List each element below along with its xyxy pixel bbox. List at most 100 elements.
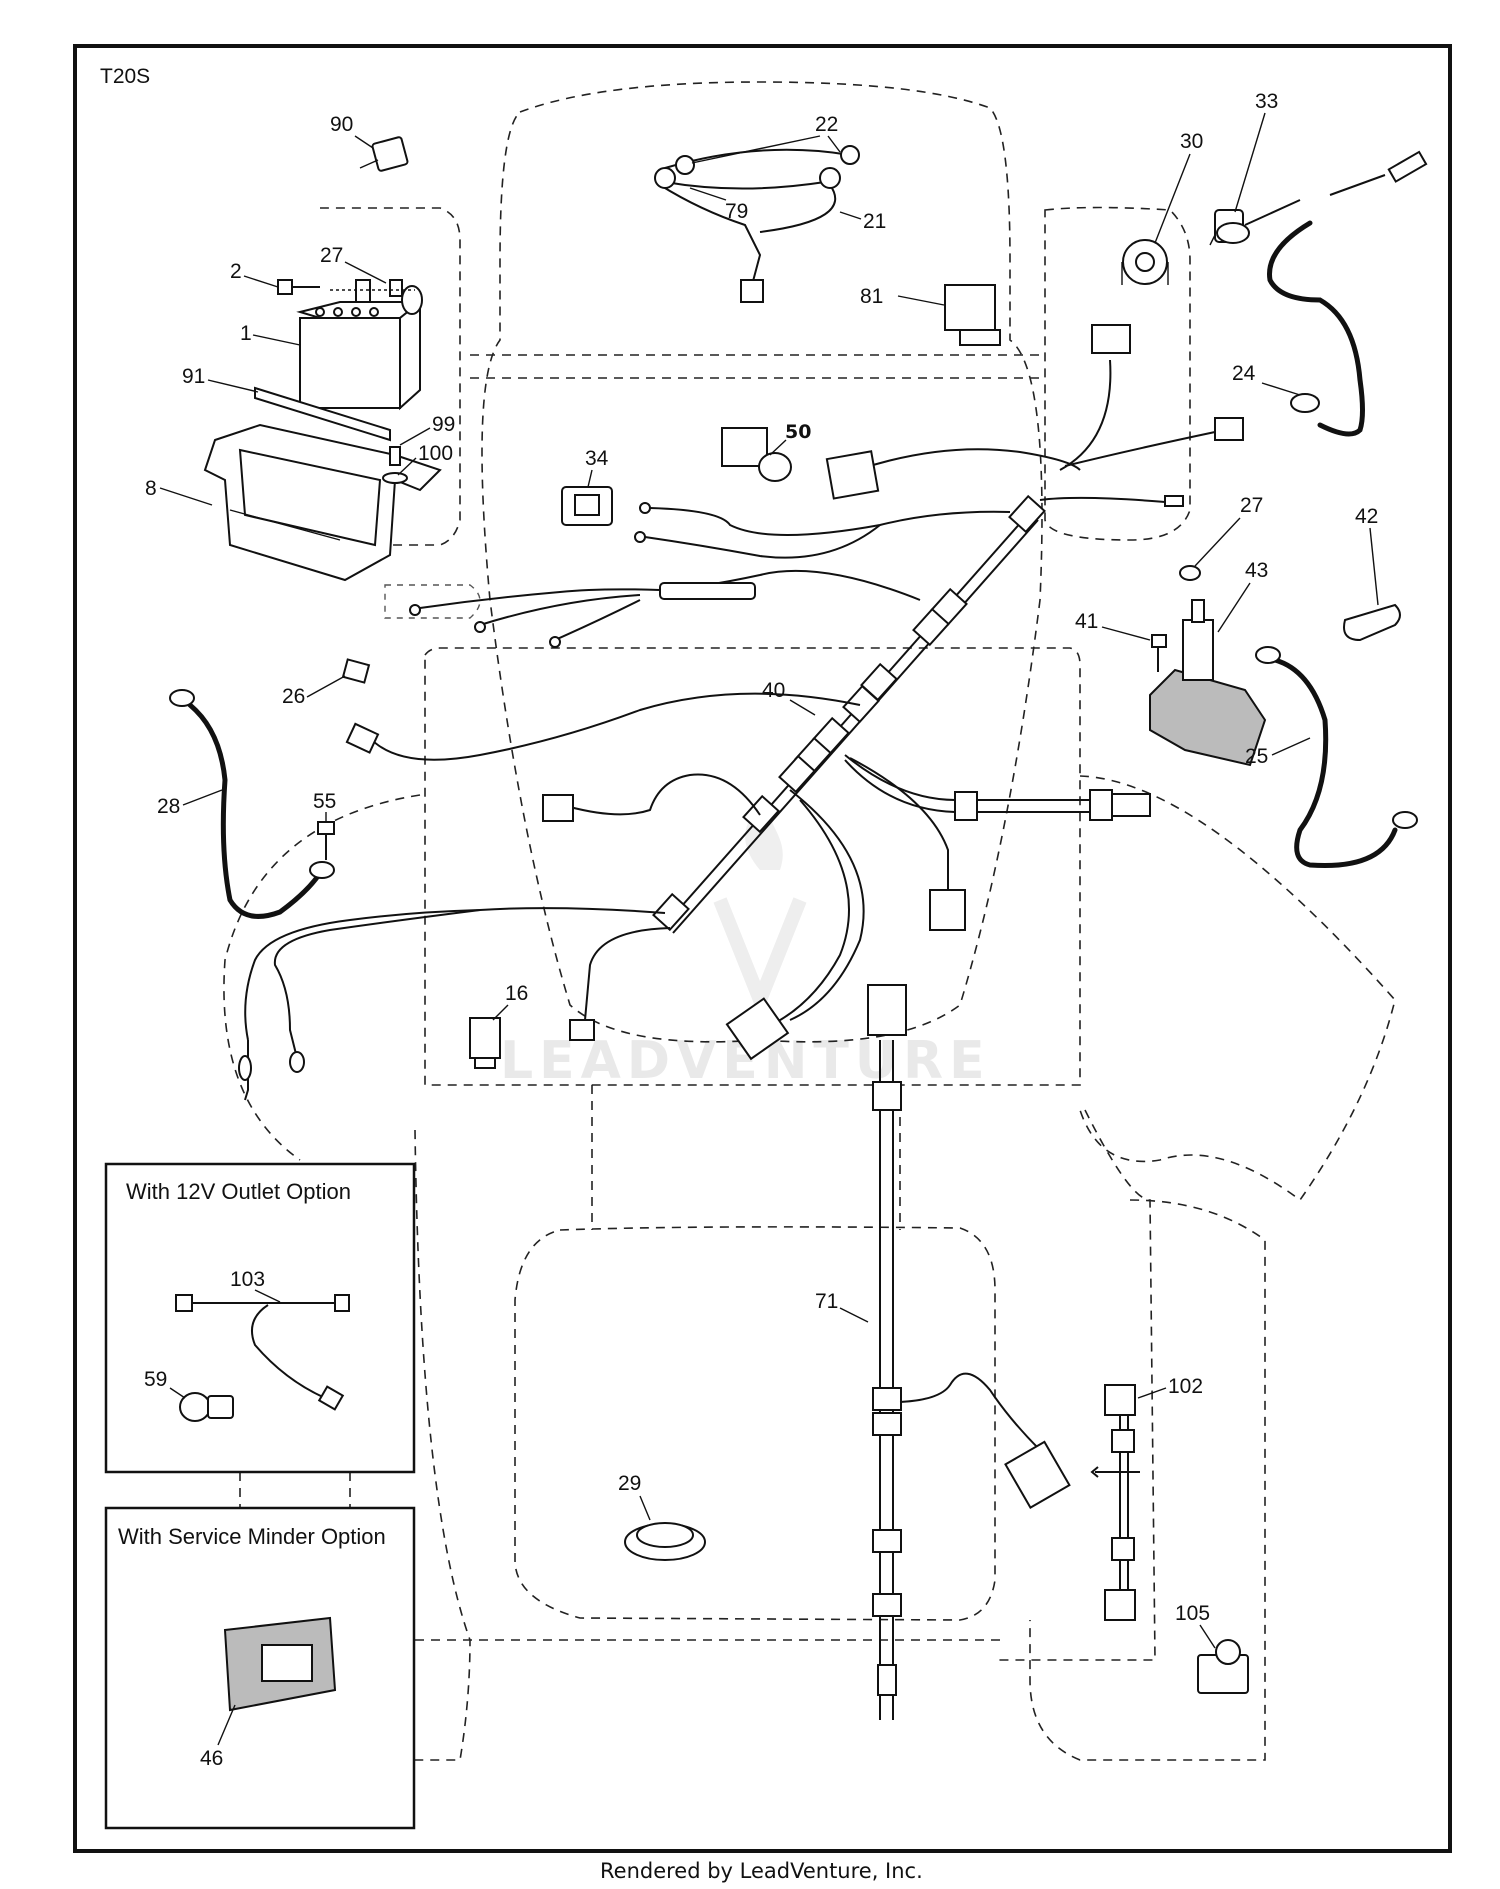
callout-34: 34 (585, 447, 609, 470)
harness-trunk-b (672, 519, 1039, 934)
dash-box-right (1044, 206, 1191, 541)
harness-plug-down (929, 889, 966, 931)
branch-long-left (369, 692, 861, 761)
inset-service-minder: With Service Minder Option (104, 1506, 416, 1830)
right-fender-outline (1079, 775, 1396, 1202)
callout-1: 1 (240, 322, 252, 345)
frame-outline (424, 647, 1081, 1086)
rear-branch-switch (899, 1372, 1041, 1451)
footer-credit: Rendered by LeadVenture, Inc. (600, 1859, 923, 1883)
harness-sleeve (778, 754, 816, 794)
part-103-connector-left (175, 1294, 193, 1312)
diagram-code: T20S (100, 65, 150, 88)
callout-40: 40 (762, 679, 785, 702)
part-27-solenoid-nut (1179, 565, 1201, 581)
harness-102-top (1104, 1384, 1136, 1416)
harness-tag (825, 450, 880, 500)
part-81-relay (944, 284, 1001, 346)
rear-sleeve (872, 1593, 902, 1617)
callout-25: 25 (1245, 745, 1268, 768)
callout-103: 103 (230, 1268, 265, 1291)
harness-plug-pto (725, 997, 790, 1061)
harness-sleeve (912, 607, 950, 647)
ring-terminal (474, 621, 486, 633)
callout-21: 21 (863, 210, 886, 233)
callout-71: 71 (815, 1290, 838, 1313)
part-103-end (317, 1385, 345, 1411)
callout-91: 91 (182, 365, 205, 388)
harness-102-sleeve (1111, 1429, 1135, 1453)
part-16-relay (469, 1017, 501, 1069)
callout-42: 42 (1355, 505, 1378, 528)
main-harness (238, 324, 1244, 1101)
harness-102-bottom (1104, 1589, 1136, 1621)
part-102-harness (1090, 1384, 1140, 1621)
rear-box-right (1029, 1199, 1266, 1761)
part-103-connector-right (334, 1294, 350, 1312)
harness-connector-seat (569, 1019, 595, 1041)
part-25-ground-cable (1255, 646, 1418, 869)
diagram-frame (73, 44, 1452, 1853)
part-91-hold-down-strap (254, 386, 391, 442)
terminal-end (238, 1055, 252, 1081)
ring-terminal (634, 531, 646, 543)
callout-79: 79 (725, 200, 748, 223)
part-99-bolt (382, 446, 408, 484)
callout-81: 81 (860, 285, 883, 308)
branch-right-lower (1039, 496, 1166, 503)
inline-fuse-holder (659, 582, 756, 600)
callout-30: 30 (1180, 130, 1203, 153)
callout-43: 43 (1245, 559, 1268, 582)
callout-27b: 27 (1240, 494, 1263, 517)
harness-sleeve (1008, 494, 1046, 534)
callout-28: 28 (157, 795, 180, 818)
part-42-terminal-boot (1343, 603, 1401, 642)
callout-59: 59 (144, 1368, 167, 1391)
callout-50: 50 (785, 421, 811, 443)
branch-ground-left (244, 907, 666, 1041)
branch-switch-wires-2 (644, 524, 881, 559)
part-34-rocker-switch (561, 486, 613, 526)
rear-sleeve (872, 1412, 902, 1436)
part-2-bolt (277, 279, 320, 295)
callout-99: 99 (432, 413, 455, 436)
callout-8: 8 (145, 477, 157, 500)
branch-pto-plug (789, 789, 865, 1021)
branch-right-plug (844, 754, 1150, 801)
branch-seat-switch (584, 927, 671, 1021)
inline-sleeve (954, 791, 978, 821)
part-21-light-harness (654, 145, 860, 303)
part-29-grommet (624, 1522, 706, 1561)
harness-trunk-a (664, 511, 1031, 926)
inset-12v-outlet: With 12V Outlet Option (104, 1162, 416, 1474)
part-41-bolt (1151, 634, 1167, 672)
tractor-outline (223, 81, 1396, 1761)
rear-line-right (995, 1109, 1156, 1661)
part-8-battery-tray (203, 423, 442, 582)
part-27-nut (330, 279, 415, 303)
callout-100: 100 (418, 442, 453, 465)
branch-ign-relay (829, 448, 1081, 481)
callout-90: 90 (330, 113, 353, 136)
callout-46: 46 (200, 1747, 223, 1770)
harness-sleeve (842, 684, 880, 724)
branch-right-connector (1064, 431, 1216, 467)
callout-24: 24 (1232, 362, 1256, 385)
part-26-fuse (341, 658, 371, 684)
part-103-branch (251, 1304, 326, 1399)
harness-plug-right (1111, 793, 1151, 817)
branch-down-plug (849, 757, 949, 890)
callout-55: 55 (313, 790, 336, 813)
part-55-screw (309, 821, 335, 879)
branch-switch-wires (649, 507, 1011, 536)
connector-outline (384, 584, 481, 619)
branch-left-terminals-2 (554, 599, 641, 641)
inset-12v-outlet-title: With 12V Outlet Option (126, 1179, 351, 1204)
harness-connector-top (1091, 324, 1131, 354)
inline-sleeve (1089, 789, 1113, 821)
battery-area-outline (319, 207, 461, 546)
rear-switch-connector (1004, 1440, 1071, 1510)
harness-connector-mid (542, 794, 574, 822)
branch-ground-left-2 (273, 909, 481, 1059)
